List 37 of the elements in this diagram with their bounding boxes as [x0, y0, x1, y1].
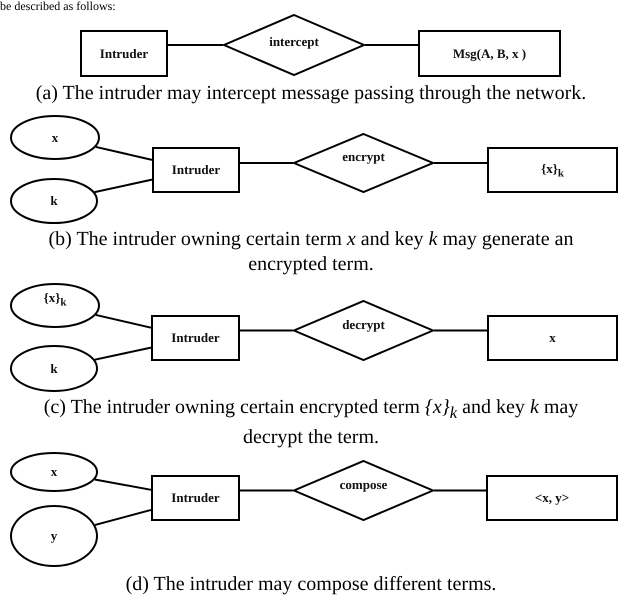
figure-caption: (b) The intruder owning certain term x and key k may generate an encrypted term.	[47, 227, 574, 277]
connector-line	[434, 330, 487, 332]
body-text: be described as follows:	[0, 0, 117, 13]
attribute-ellipse: {x}$_{k}$	[10, 283, 100, 328]
entity-box: Intruder	[151, 475, 240, 521]
entity-box: Intruder	[152, 147, 240, 193]
entity-box: <x, y>	[486, 475, 618, 521]
entity-box: Intruder	[151, 315, 240, 361]
attribute-ellipse: k	[10, 178, 98, 224]
entity-box: x	[487, 315, 618, 361]
connector-line	[96, 146, 152, 161]
figure-caption: (a) The intruder may intercept message passing through the network.	[34, 81, 588, 106]
connector-line	[168, 44, 223, 46]
connector-line	[240, 162, 293, 164]
figure-caption: (c) The intruder owning certain encrypted term {x}$_{k}$ and key k may decrypt the term.	[42, 395, 580, 450]
relationship-diamond: compose	[293, 460, 434, 521]
entity-box: {x}$_{k}$	[487, 147, 618, 193]
relationship-diamond: decrypt	[293, 300, 434, 361]
connector-line	[96, 314, 152, 329]
relationship-diamond: encrypt	[293, 133, 434, 193]
connector-line	[94, 478, 152, 491]
entity-box: Intruder	[80, 30, 168, 77]
connector-line	[240, 330, 293, 332]
attribute-ellipse: y	[10, 505, 98, 567]
entity-box: Msg(A, B, x )	[418, 30, 561, 77]
relationship-diamond: intercept	[223, 14, 365, 76]
connector-line	[94, 346, 152, 361]
connector-line	[94, 508, 152, 526]
connector-line	[365, 44, 418, 46]
connector-line	[434, 490, 486, 492]
connector-line	[434, 162, 487, 164]
figure-caption: (d) The intruder may compose different terms.	[124, 572, 498, 595]
attribute-ellipse: x	[10, 452, 98, 492]
connector-line	[94, 178, 152, 194]
attribute-ellipse: x	[10, 115, 100, 160]
attribute-ellipse: k	[10, 345, 98, 392]
connector-line	[240, 490, 293, 492]
